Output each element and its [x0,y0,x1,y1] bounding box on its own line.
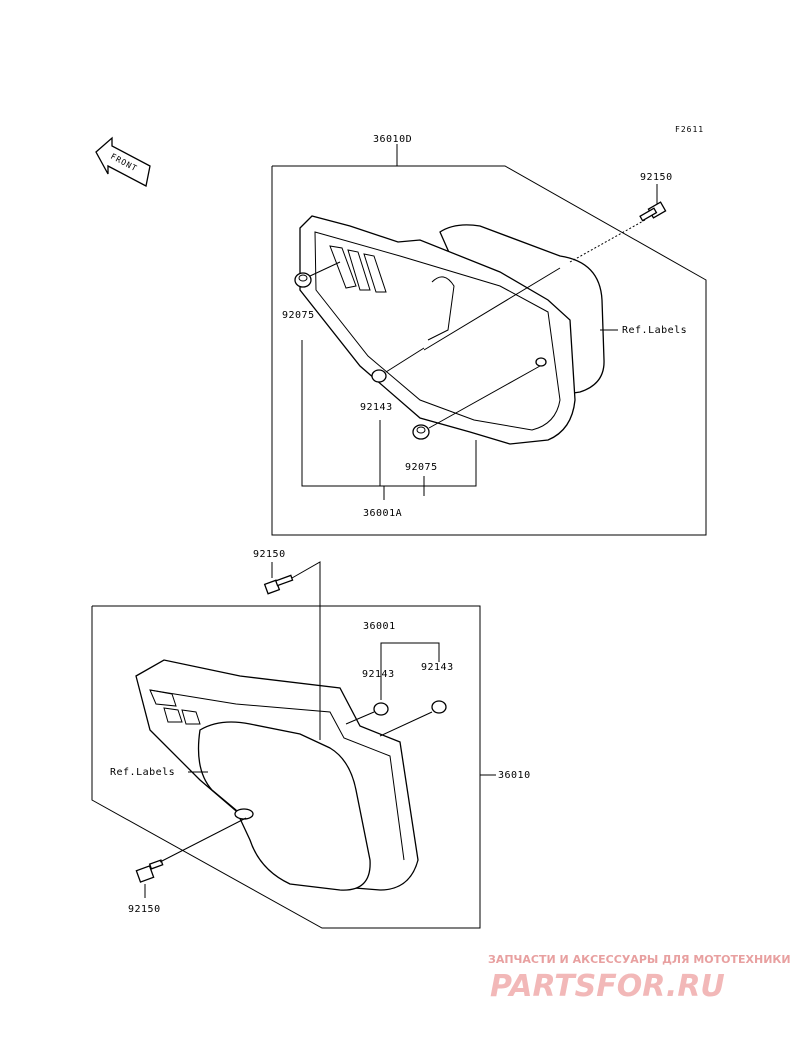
upper-bolt-icon [639,201,667,222]
lower-assembly: 36010 92150 92150 92143 921 [91,549,531,929]
upper-assembly: 36010D 92150 92075 92143 [271,134,707,536]
lower-ref-label-sheet [197,721,371,891]
upper-washer-number: 92143 [360,402,393,413]
upper-cover-number: 36001A [363,508,402,519]
front-arrow-icon: FRONT [95,136,151,187]
watermark: ЗАПЧАСТИ И АКСЕССУАРЫ ДЛЯ МОТОТЕХНИКИ PA… [488,953,791,1004]
upper-ref-labels: Ref.Labels [622,325,687,336]
upper-side-cover [299,215,576,445]
lower-ref-labels: Ref.Labels [110,767,175,778]
upper-grommet-top-number: 92075 [282,310,315,321]
lower-frame [91,605,481,929]
upper-grommet-bottom-number: 92075 [405,462,438,473]
lower-washer-right-icon [431,700,447,714]
upper-assembly-number: 36010D [373,134,412,145]
upper-frame [271,165,707,536]
lower-bolt-top-icon [263,574,294,595]
watermark-tagline: ЗАПЧАСТИ И АКСЕССУАРЫ ДЛЯ МОТОТЕХНИКИ [488,953,791,966]
lower-bolt-top-number: 92150 [253,549,286,560]
lower-assembly-number: 36010 [498,770,531,781]
lower-washer-left-icon [373,702,389,716]
upper-bolt-number: 92150 [640,172,673,183]
lower-washer-right-number: 92143 [421,662,454,673]
watermark-logo: PARTSFOR.RU [490,969,725,1004]
lower-cover-number: 36001 [363,621,396,632]
lower-bolt-bottom-icon [135,859,164,883]
lower-washer-left-number: 92143 [362,669,395,680]
figure-code: F2611 [675,125,704,134]
lower-bolt-bottom-number: 92150 [128,904,161,915]
upper-washer-icon [371,369,387,383]
